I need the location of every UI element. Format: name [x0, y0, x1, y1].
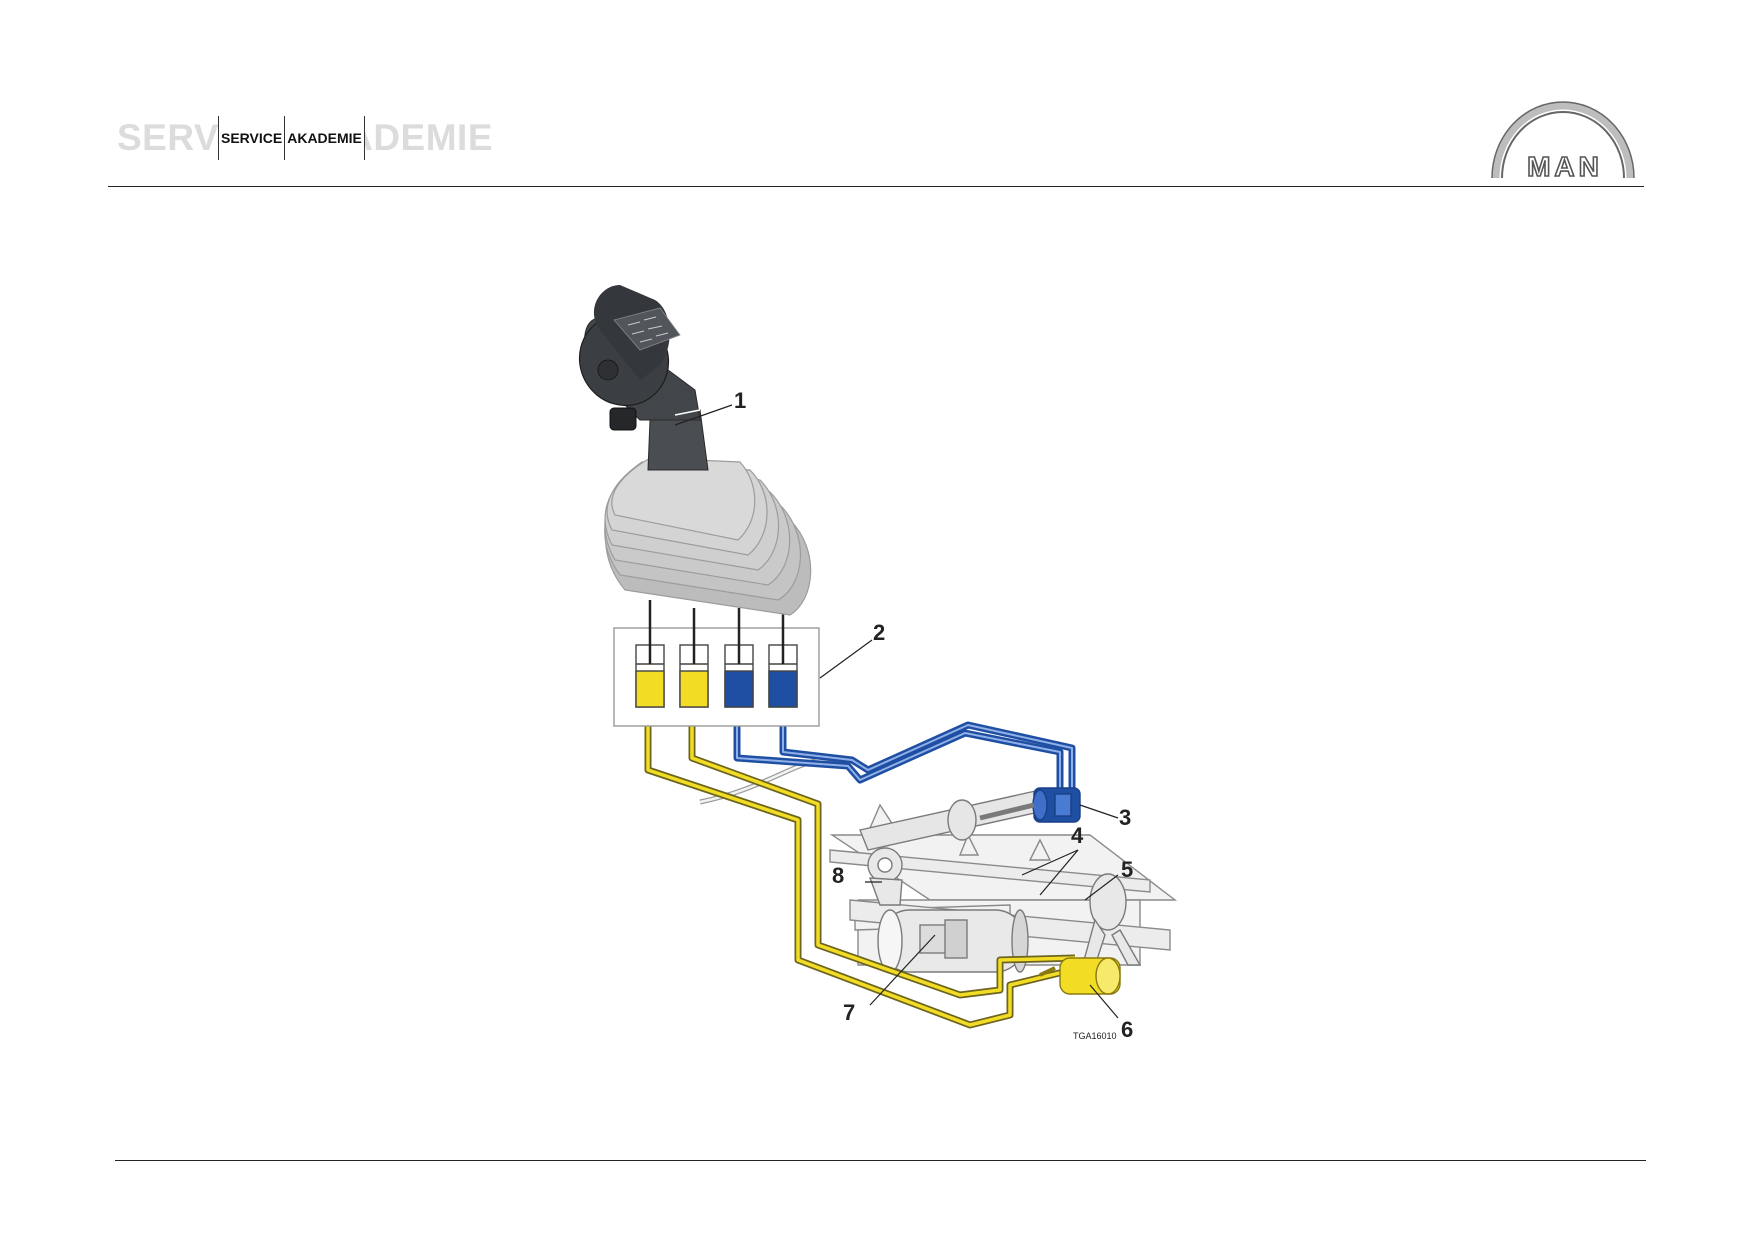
footer-divider — [115, 1160, 1646, 1161]
header-divider — [108, 186, 1644, 187]
figure-code: TGA16010 — [1073, 1031, 1117, 1041]
yellow-lines — [644, 708, 1081, 1029]
valve-block — [613, 600, 820, 727]
callout-5: 5 — [1121, 857, 1133, 882]
yellow-cylinder-6 — [1039, 957, 1121, 995]
leader-lines — [674, 404, 1119, 1019]
callout-8: 8 — [832, 863, 844, 888]
callout-1: 1 — [734, 388, 746, 413]
gear-boot — [604, 457, 812, 616]
callout-2: 2 — [873, 620, 885, 645]
blue-lines — [733, 708, 1076, 790]
header-label-service: SERVICE — [218, 116, 285, 160]
man-logo-text: MAN — [1526, 150, 1603, 183]
gear-knob — [578, 285, 709, 471]
callout-3: 3 — [1119, 805, 1131, 830]
header-label-box: SERVICE AKADEMIE — [218, 116, 365, 160]
header-label-akademie: AKADEMIE — [284, 116, 365, 160]
shift-lever-8 — [867, 847, 903, 906]
blue-cylinder-3 — [979, 787, 1081, 823]
man-logo-icon — [1491, 101, 1635, 179]
callout-7: 7 — [843, 1000, 855, 1025]
callout-4: 4 — [1071, 823, 1084, 848]
callout-6: 6 — [1121, 1017, 1133, 1042]
shift-cylinder-7 — [877, 909, 1029, 973]
